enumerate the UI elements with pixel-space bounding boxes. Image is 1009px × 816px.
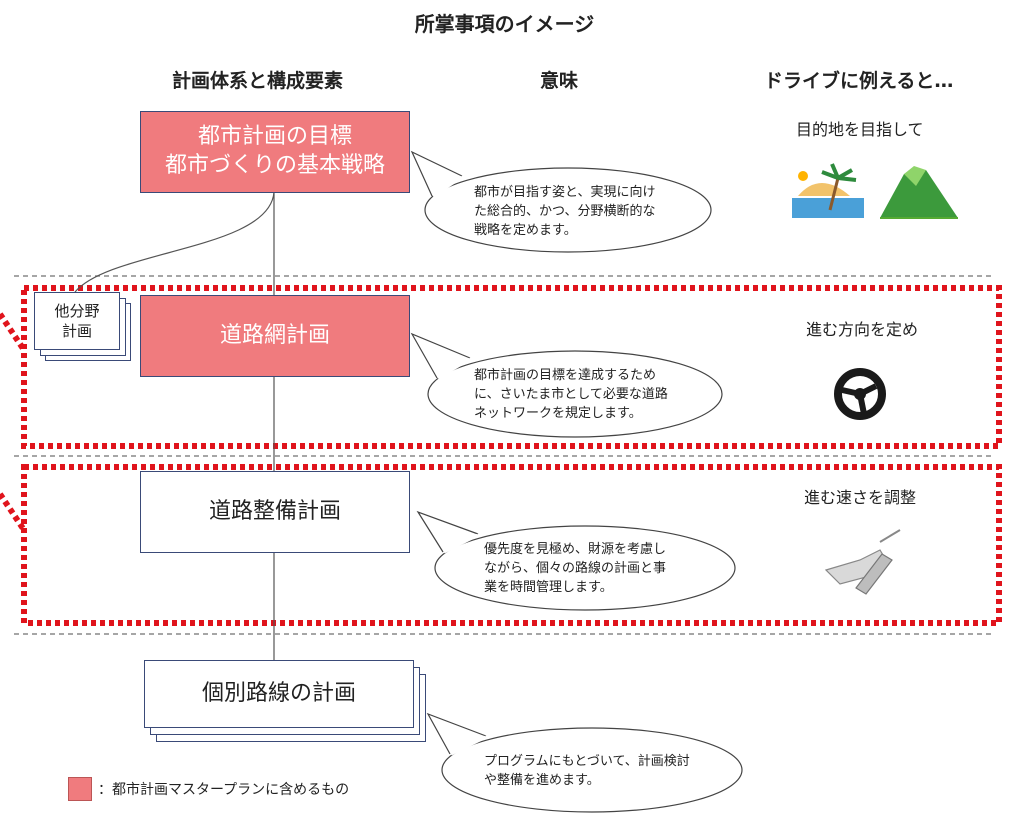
steering-wheel-icon xyxy=(834,368,886,420)
network-plan-box: 道路網計画 xyxy=(140,295,410,377)
drive-network-text: 進む方向を定め xyxy=(806,320,919,339)
bubble-network-text: 都市計画の目標を達成するため に、さいたま市として必要な道路 ネットワークを規定… xyxy=(474,368,668,421)
maintenance-plan-box: 道路整備計画 xyxy=(140,471,410,553)
drive-goal-text: 目的地を目指して xyxy=(796,120,924,139)
destination-scenery-icon xyxy=(792,163,958,219)
column-header-structure: 計画体系と構成要素 xyxy=(172,70,344,92)
curve-connector xyxy=(74,191,275,293)
legend-swatch xyxy=(68,777,92,801)
bubble-individual-shape xyxy=(426,712,743,813)
legend-text: ：都市計画マスタープランに含めるもの xyxy=(98,782,350,798)
drive-maintenance-text: 進む速さを調整 xyxy=(804,488,917,507)
other-plans-box: 他分野 計画 xyxy=(34,292,120,350)
column-header-meaning: 意味 xyxy=(540,70,579,92)
individual-route-plan-box: 個別路線の計画 xyxy=(144,660,414,728)
highlight-frame-maintenance xyxy=(21,464,1002,626)
pedal-icon xyxy=(824,529,901,595)
bubble-maintenance-text: 優先度を見極め、財源を考慮し ながら、個々の路線の計画と事 業を時間管理します。 xyxy=(484,542,667,595)
highlight-frame-network xyxy=(21,285,1002,449)
goal-box: 都市計画の目標 都市づくりの基本戦略 xyxy=(140,111,410,193)
bubble-maintenance-shape xyxy=(416,510,736,611)
bubble-goal-shape xyxy=(410,150,712,253)
bubble-individual-text: プログラムにもとづいて、計画検討 や整備を進めます。 xyxy=(484,754,690,788)
page-title: 所掌事項のイメージ xyxy=(414,12,595,36)
bubble-goal-text: 都市が目指す姿と、実現に向け た総合的、かつ、分野横断的な 戦略を定めます。 xyxy=(474,185,656,238)
bubble-network-shape xyxy=(410,332,723,438)
column-header-drive: ドライブに例えると… xyxy=(764,70,954,92)
